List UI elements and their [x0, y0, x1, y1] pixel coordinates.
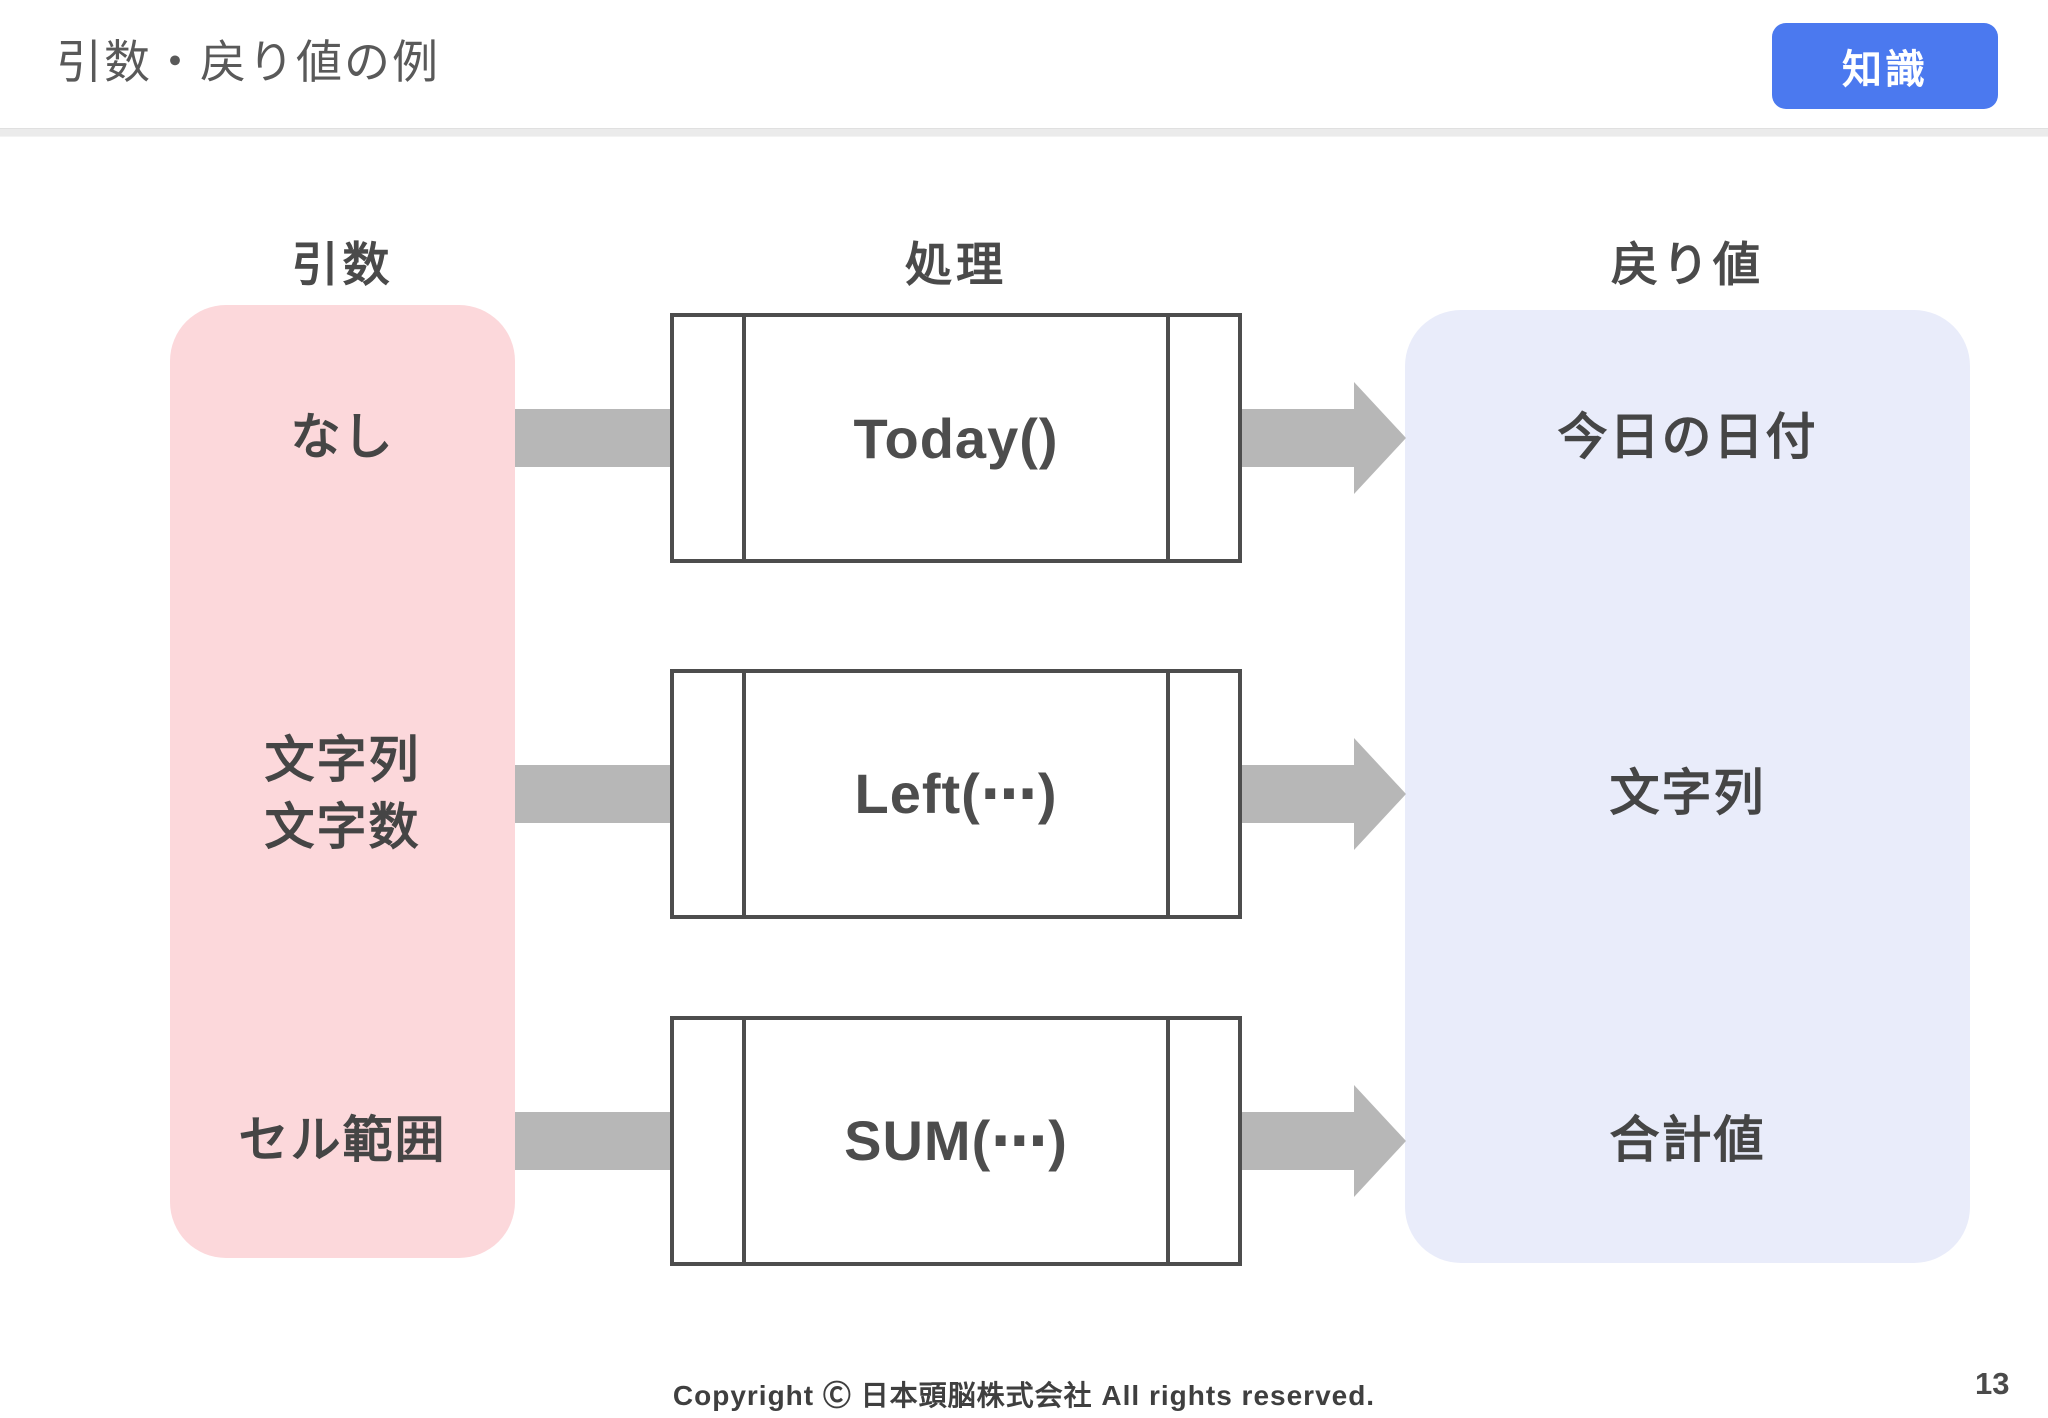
copyright-text: Copyright Ⓒ 日本頭脳株式会社 All rights reserved…	[672, 1380, 1376, 1411]
arrow-process-to-return-head	[1354, 1085, 1406, 1197]
function-label: SUM(⋯)	[844, 1109, 1068, 1172]
return-values-panel	[1405, 310, 1970, 1263]
function-label: Left(⋯)	[854, 762, 1058, 825]
arrow-process-to-return-body	[1242, 409, 1354, 467]
column-header-arguments: 引数	[291, 237, 394, 291]
return-value-label: 今日の日付	[1557, 409, 1818, 466]
arguments-panel	[170, 305, 515, 1258]
knowledge-badge: 知識	[1772, 23, 1998, 109]
arrow-process-to-return-head	[1354, 382, 1406, 494]
page-number: 13	[1975, 1366, 2010, 1401]
column-header-process: 処理	[905, 237, 1007, 291]
argument-label: セル範囲	[238, 1112, 447, 1169]
arrow-process-to-return-body	[1242, 1112, 1354, 1170]
header-divider	[0, 128, 2048, 137]
process-box: Left(⋯)	[670, 669, 1242, 919]
column-header-return-value: 戻り値	[1611, 237, 1764, 291]
arrow-argument-to-process	[515, 409, 670, 467]
arrow-process-to-return-head	[1354, 738, 1406, 850]
argument-label: 文字列 文字数	[264, 731, 421, 856]
arrow-argument-to-process	[515, 1112, 670, 1170]
return-value-label: 合計値	[1609, 1112, 1766, 1169]
process-box: SUM(⋯)	[670, 1016, 1242, 1266]
argument-label: なし	[290, 409, 395, 466]
arrow-process-to-return-body	[1242, 765, 1354, 823]
function-label: Today()	[853, 406, 1059, 470]
arrow-argument-to-process	[515, 765, 670, 823]
page-title: 引数・戻り値の例	[56, 36, 440, 88]
process-box: Today()	[670, 313, 1242, 563]
return-value-label: 文字列	[1609, 765, 1766, 822]
